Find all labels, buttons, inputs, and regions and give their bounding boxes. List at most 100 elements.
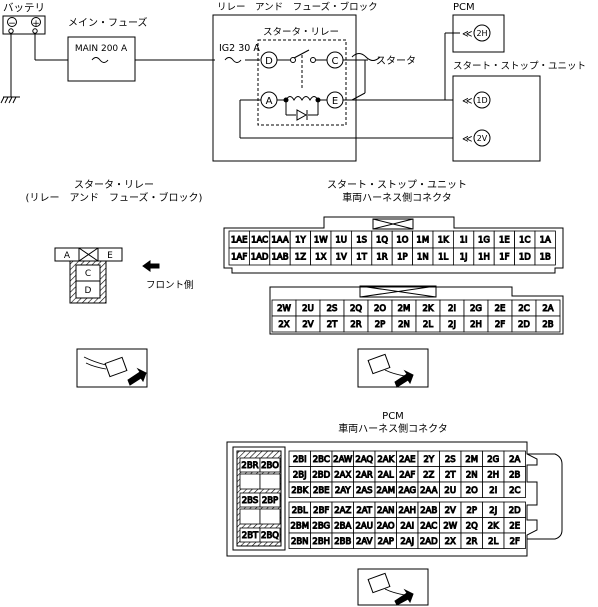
pin-label: 1C <box>519 236 530 246</box>
pin-label: 2AA <box>420 486 437 496</box>
pin-label: 2P <box>375 320 386 330</box>
pin-label: 2D <box>509 506 521 516</box>
pcm-title: PCM <box>453 2 475 13</box>
connector-pin: 2BI <box>288 450 311 467</box>
connector-pin: 2Q <box>460 517 483 534</box>
connector-pin: 2S <box>439 450 462 467</box>
ssu-connector-image <box>357 348 429 388</box>
pin-label: 2D <box>518 320 530 330</box>
connector-pin: 2J <box>439 315 465 333</box>
pin-label: 2J <box>448 320 456 330</box>
connector-pin: 2E <box>487 299 513 317</box>
connector-pin: 2V <box>295 315 321 333</box>
battery-label: バッテリ <box>3 2 45 14</box>
connector-pin: 2BC <box>310 450 333 467</box>
connector-pin: 2O <box>367 299 393 317</box>
connector-pin: 2M <box>391 299 417 317</box>
pcm-pin-2h <box>473 24 491 42</box>
connector-pin: 2AH <box>396 501 419 518</box>
pin-label: 2BG <box>312 521 330 531</box>
pin-label: 2AK <box>377 455 394 465</box>
main-fuse-title: メイン・フューズ <box>68 16 148 29</box>
pin-label: 2W <box>443 521 457 531</box>
connector-pin: 1L <box>432 247 454 266</box>
pin-label: 2M <box>398 304 411 314</box>
pin-label: 2AL <box>378 470 394 480</box>
connector-pin: 2Q <box>343 299 369 317</box>
pin-label: 2S <box>327 304 338 314</box>
pin-label: 2T <box>445 470 456 480</box>
svg-text:E: E <box>332 96 338 107</box>
ssu-connector-subtitle: 車両ハーネス側コネクタ <box>342 191 452 204</box>
pin-label: 1AF <box>231 253 247 263</box>
connector-pin: 2AU <box>353 517 376 534</box>
pin-label: 2H <box>487 470 499 480</box>
connector-pin: 1AE <box>228 230 250 249</box>
connector-pin: 1AD <box>248 247 271 266</box>
pin-label: 2AN <box>377 506 395 516</box>
connector-pin: 1C <box>514 230 536 249</box>
ssu-box <box>452 75 541 162</box>
svg-text:≪: ≪ <box>462 96 472 107</box>
connector-pin: 1R <box>371 247 393 266</box>
pin-label: 2S <box>445 455 456 465</box>
connector-pin: 2AM <box>374 481 397 498</box>
starter-label: スタータ <box>376 55 416 67</box>
battery-symbol <box>2 15 46 35</box>
connector-pin: 2BT <box>239 527 261 543</box>
pin-label: 2I <box>448 304 456 314</box>
pin-label: 2BE <box>313 486 330 496</box>
relay-connector-title: スタータ・リレー <box>74 179 154 191</box>
pin-label: 2BD <box>312 470 330 480</box>
connector-pin: 1D <box>514 247 536 266</box>
connector-pin: 1H <box>473 247 495 266</box>
pin-label: 2J <box>489 506 497 516</box>
connector-pin: 2AS <box>353 481 376 498</box>
pin-label: 2I <box>489 486 497 496</box>
connector-pin: 2BL <box>288 501 311 518</box>
connector-pin: 2AR <box>353 466 376 483</box>
connector-pin: 2AF <box>396 466 419 483</box>
pin-label: 2L <box>488 537 498 547</box>
svg-text:1D: 1D <box>476 96 487 105</box>
ssu-connector-title: スタート・ストップ・ユニット <box>327 179 467 191</box>
pin-label: 2V <box>302 320 313 330</box>
connector-pin: 1W <box>310 230 332 249</box>
connector-pin: 1X <box>310 247 332 266</box>
starter-relay-box <box>257 39 347 126</box>
pin-label: 2BB <box>334 537 351 547</box>
pin-label: 2BA <box>334 521 351 531</box>
connector-pin: 2L <box>482 532 505 549</box>
connector-pin: 2AG <box>396 481 419 498</box>
connector-pin: 1I <box>452 230 475 249</box>
connector-pin: 2L <box>415 315 441 333</box>
pin-label: 1I <box>460 236 468 246</box>
pin-label: 2AZ <box>334 506 351 516</box>
pin-label: 2AU <box>356 521 373 531</box>
pin-label: 2E <box>495 304 506 314</box>
connector-pin: 2BG <box>310 517 333 534</box>
connector-pin: 1F <box>493 247 516 266</box>
connector-pin: 2F <box>503 532 526 549</box>
ig2-fuse-label: IG2 30 A <box>219 43 260 54</box>
connector-pin: 2BF <box>310 501 333 518</box>
relay-connector-image <box>76 348 148 388</box>
connector-pin: 2K <box>482 517 505 534</box>
connector-pin: 2D <box>511 315 537 333</box>
relay-pin-a: A <box>64 251 71 261</box>
connector-pin: 1A <box>534 230 556 249</box>
connector-pin: 2BE <box>310 481 333 498</box>
pin-label: 2K <box>423 304 434 314</box>
pin-label: 2BS <box>242 496 259 506</box>
connector-pin: 1Q <box>371 230 393 249</box>
connector-pin: 2N <box>460 466 483 483</box>
connector-pin: 2X <box>271 315 297 333</box>
pin-label: 1W <box>314 236 328 246</box>
pin-label: 2H <box>470 320 482 330</box>
pin-label: 2AO <box>377 521 395 531</box>
connector-pin: 2AY <box>331 481 354 498</box>
